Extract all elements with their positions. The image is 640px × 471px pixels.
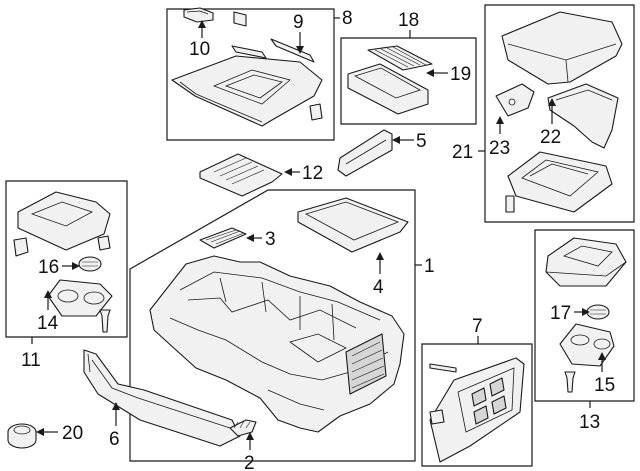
callout-7: 7 <box>472 316 483 337</box>
part-21-armrest-lid <box>501 11 623 85</box>
callout-14: 14 <box>37 313 59 334</box>
part-16-plug <box>78 256 102 272</box>
arrow-22 <box>548 98 556 106</box>
part-3-mat <box>199 227 247 249</box>
part-22-lid-plate <box>547 83 619 149</box>
arrow-6 <box>112 402 120 410</box>
callout-18: 18 <box>398 10 419 31</box>
arrow-10 <box>198 20 206 28</box>
group-8-frame <box>166 8 335 141</box>
arrow-23 <box>496 116 504 124</box>
part-2-clip <box>229 419 257 437</box>
callout-4: 4 <box>373 277 384 298</box>
part-9-trim-strip <box>270 38 315 63</box>
part-11-screw <box>99 309 111 333</box>
part-7-switch-panel <box>429 357 525 463</box>
group-21-frame <box>484 4 635 223</box>
callout-10: 10 <box>189 39 210 60</box>
callout-6: 6 <box>109 429 120 450</box>
callout-11: 11 <box>21 350 41 371</box>
part-13-screw <box>564 371 576 393</box>
part-10-clip <box>183 7 214 23</box>
callout-5: 5 <box>416 131 427 152</box>
part-20-knob <box>7 423 37 449</box>
arrow-5 <box>392 136 400 144</box>
callout-9: 9 <box>293 12 304 33</box>
callout-20: 20 <box>62 423 83 444</box>
group-13-frame <box>534 229 635 402</box>
part-15-cup-holder <box>559 323 615 367</box>
part-19-tray-mat <box>367 45 433 71</box>
group-7-frame <box>421 343 533 467</box>
callout-15: 15 <box>594 375 615 396</box>
arrow-12 <box>284 168 292 176</box>
part-12-liner <box>199 153 283 197</box>
callout-2: 2 <box>244 453 255 471</box>
callout-13: 13 <box>579 412 600 433</box>
callout-12: 12 <box>302 163 323 184</box>
part-21-lower-tray <box>505 151 613 213</box>
callout-8: 8 <box>342 8 353 29</box>
callout-16: 16 <box>38 257 59 278</box>
part-14-cup-holder <box>47 279 113 317</box>
arrow-2 <box>246 432 254 440</box>
arrow-15 <box>598 352 606 360</box>
arrow-4 <box>376 252 384 260</box>
arrow-17 <box>582 308 590 316</box>
callout-22: 22 <box>540 127 561 148</box>
part-11-bezel <box>13 191 111 257</box>
group-11-frame <box>5 180 128 338</box>
arrow-14 <box>44 290 52 298</box>
part-17-plug <box>586 304 610 320</box>
callout-23: 23 <box>489 138 510 159</box>
part-7-pin <box>429 363 457 373</box>
arrow-20 <box>36 428 44 436</box>
arrow-3 <box>246 234 254 242</box>
part-5-bracket <box>337 129 393 177</box>
part-18-storage-tray <box>347 63 429 115</box>
callout-19: 19 <box>450 64 471 85</box>
callout-3: 3 <box>265 229 276 250</box>
arrow-19 <box>426 69 434 77</box>
arrow-9 <box>296 46 304 54</box>
group-18-frame <box>340 37 477 125</box>
callout-21: 21 <box>452 142 473 163</box>
part-8-top-panel <box>171 11 323 127</box>
arrow-16 <box>72 262 80 270</box>
part-13-bezel <box>545 237 627 287</box>
callout-17: 17 <box>550 303 571 324</box>
group-1-frame <box>129 189 416 462</box>
part-4-pad <box>297 197 409 253</box>
part-1-console-body <box>149 255 405 433</box>
part-7-clip <box>429 409 445 425</box>
callout-1: 1 <box>424 256 435 277</box>
part-23-hinge <box>495 83 535 117</box>
